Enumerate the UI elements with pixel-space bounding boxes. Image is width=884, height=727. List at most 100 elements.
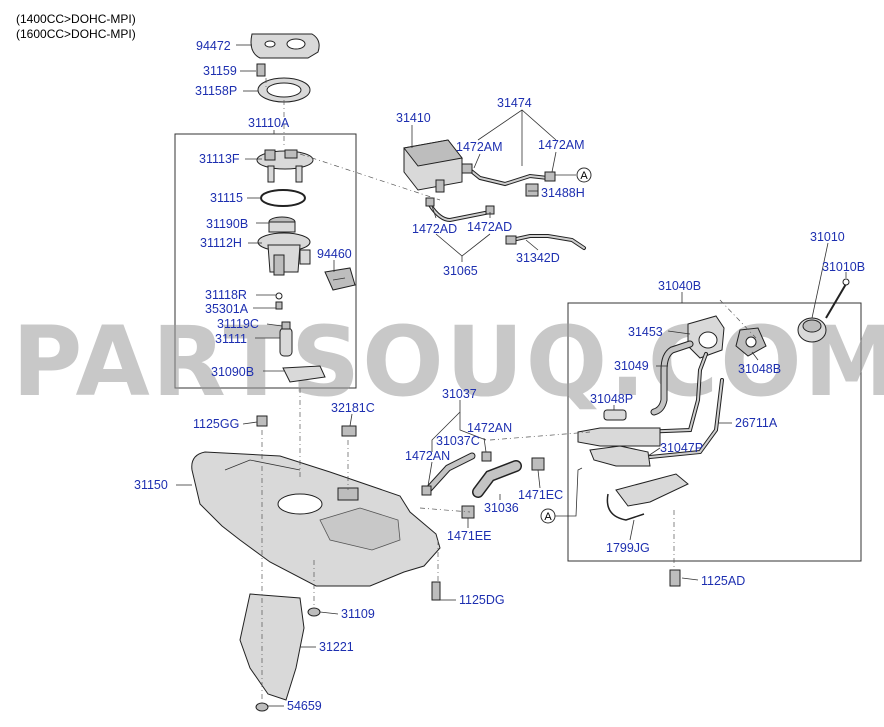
label-31474: 31474 xyxy=(497,96,532,110)
label-31150: 31150 xyxy=(134,478,168,492)
engine-spec-line-1: (1400CC>DOHC-MPI) xyxy=(16,12,136,26)
label-31159: 31159 xyxy=(203,64,237,78)
valve-31488H xyxy=(525,183,539,197)
fuel-tank-31150 xyxy=(191,451,441,587)
label-31048B: 31048B xyxy=(738,362,781,376)
label-1125GG: 1125GG xyxy=(193,417,239,431)
label-31065: 31065 xyxy=(443,264,478,278)
hose-31048P xyxy=(577,409,661,447)
label-31040B: 31040B xyxy=(658,279,701,293)
label-31109: 31109 xyxy=(341,607,375,621)
label-1472AN-a: 1472AN xyxy=(405,449,450,463)
label-32181C: 32181C xyxy=(331,401,375,415)
dash-tank-filler xyxy=(489,431,591,441)
label-31119C: 31119C xyxy=(217,317,259,331)
bolt-31159 xyxy=(256,63,266,77)
hose-31342D xyxy=(505,234,586,250)
dash-pump-canister xyxy=(299,153,441,201)
gasket-31048B xyxy=(735,327,767,357)
label-31112H: 31112H xyxy=(200,236,242,250)
filter-31111 xyxy=(279,321,293,357)
hose-31047P xyxy=(589,445,651,467)
label-1472AN-b: 1472AN xyxy=(467,421,512,435)
vapor-tube-31474 xyxy=(461,163,556,187)
label-31111: 31111 xyxy=(215,332,247,346)
label-1799JG: 1799JG xyxy=(606,541,650,555)
label-31090B: 31090B xyxy=(211,365,254,379)
label-35301A: 35301A xyxy=(205,302,249,316)
cap-31010 xyxy=(797,317,827,343)
ref-marker-a-bottom: A xyxy=(540,467,583,524)
nut-31109 xyxy=(307,607,321,617)
label-31113F: 31113F xyxy=(199,152,240,166)
hose-31065 xyxy=(425,197,495,223)
bolt-1125DG xyxy=(431,581,441,601)
hose-31037C xyxy=(421,451,492,496)
gasket-cover-94472 xyxy=(250,33,320,59)
sender-94460 xyxy=(324,267,356,291)
label-1471EE: 1471EE xyxy=(447,529,491,543)
canister-31410 xyxy=(403,139,463,193)
screw-35301A xyxy=(275,301,283,310)
label-31010B: 31010B xyxy=(822,260,865,274)
hose-31036 xyxy=(472,460,522,498)
label-31036: 31036 xyxy=(484,501,519,515)
pump-body-31112H xyxy=(257,232,311,276)
label-31342D: 31342D xyxy=(516,251,560,265)
label-94472: 94472 xyxy=(196,39,231,53)
label-1472AD-a: 1472AD xyxy=(412,222,457,236)
pump-flange-31113F xyxy=(256,149,314,183)
label-31047P: 31047P xyxy=(660,441,703,455)
strainer-31090B xyxy=(282,365,326,383)
label-31453: 31453 xyxy=(628,325,663,339)
filler-neck-31453 xyxy=(687,315,725,359)
label-31115: 31115 xyxy=(210,191,243,205)
label-31221: 31221 xyxy=(319,640,354,654)
filler-neck-assembly-box xyxy=(567,302,862,562)
label-31118R: 31118R xyxy=(205,288,247,302)
dash-clamp-1471EE xyxy=(419,507,471,513)
label-1125DG: 1125DG xyxy=(459,593,505,607)
o-ring-31115 xyxy=(260,189,306,207)
leader-lines xyxy=(176,44,847,707)
ref-marker-a-top: A xyxy=(555,167,592,183)
bolt-1125GG xyxy=(256,415,268,427)
label-1472AM-a: 1472AM xyxy=(456,140,503,154)
svg-text:A: A xyxy=(580,170,588,182)
bolt-1125AD xyxy=(669,569,681,587)
label-31158P: 31158P xyxy=(195,84,237,98)
nut-54659 xyxy=(255,702,269,712)
engine-spec-line-2: (1600CC>DOHC-MPI) xyxy=(16,27,136,41)
label-31488H: 31488H xyxy=(541,186,585,200)
fuel-pump-assembly-box xyxy=(174,133,357,389)
label-1125AD: 1125AD xyxy=(701,574,745,588)
tether-31010B xyxy=(825,278,850,319)
plate-ring-31158P xyxy=(257,77,311,103)
clip-32181C xyxy=(341,425,357,437)
label-1471EC: 1471EC xyxy=(518,488,563,502)
bracket-1799JG xyxy=(606,473,689,521)
label-31037: 31037 xyxy=(442,387,477,401)
label-31049: 31049 xyxy=(614,359,649,373)
label-31048P: 31048P xyxy=(590,392,633,406)
label-1472AM-b: 1472AM xyxy=(538,138,585,152)
label-94460: 94460 xyxy=(317,247,352,261)
dash-neck-gasket xyxy=(719,299,757,339)
label-26711A: 26711A xyxy=(735,416,778,430)
label-31110A: 31110A xyxy=(248,116,290,130)
label-31010: 31010 xyxy=(810,230,845,244)
label-31037C: 31037C xyxy=(436,434,480,448)
clamp-1471EC xyxy=(531,457,545,471)
label-31410: 31410 xyxy=(396,111,431,125)
label-54659: 54659 xyxy=(287,699,322,713)
watermark: PARTSOUQ.COM xyxy=(12,306,884,418)
svg-text:A: A xyxy=(544,511,552,523)
breather-26711A xyxy=(638,378,724,460)
filter-31190B xyxy=(268,216,296,233)
label-1472AD-b: 1472AD xyxy=(467,220,512,234)
label-31190B: 31190B xyxy=(206,217,248,231)
filler-pipe-31049 xyxy=(638,340,708,434)
ring-31118R xyxy=(275,292,283,300)
